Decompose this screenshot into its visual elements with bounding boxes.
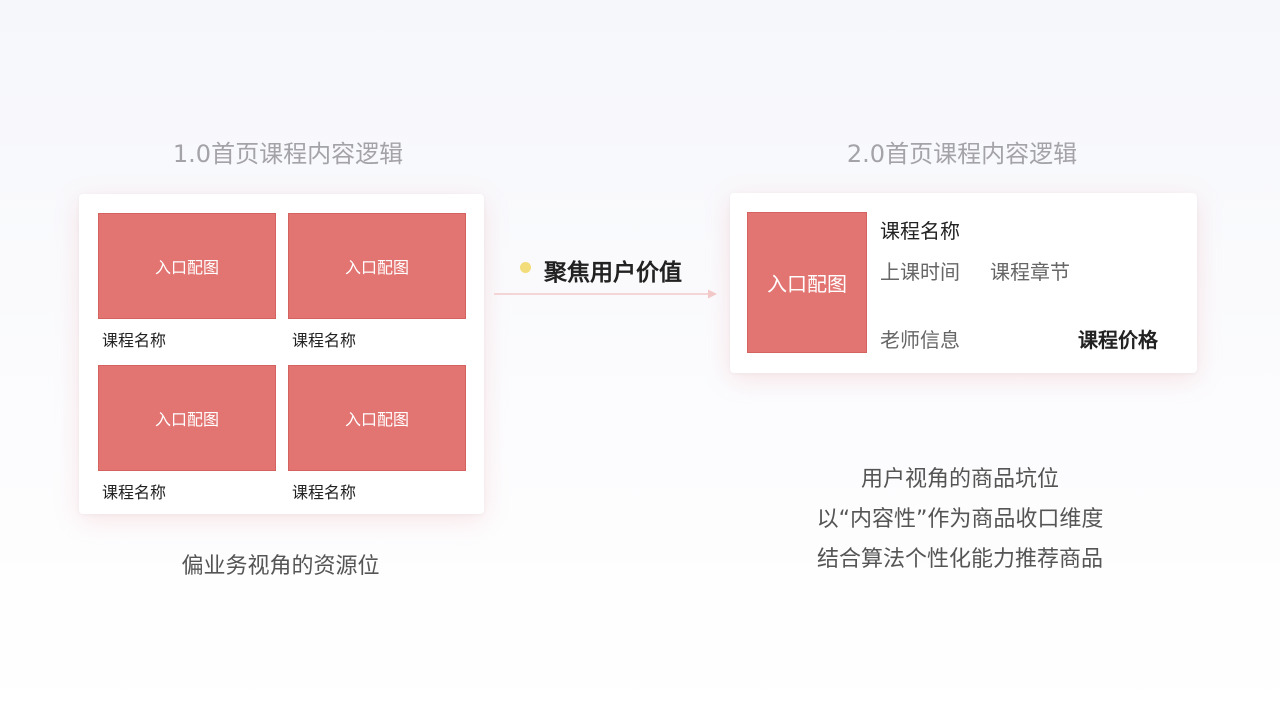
course-name-label: 课程名称 (880, 219, 960, 243)
arrow-right-icon (494, 289, 717, 299)
course-chapter-label: 课程章节 (990, 260, 1070, 284)
right-description: 用户视角的商品坑位 以“内容性”作为商品收口维度 结合算法个性化能力推荐商品 (740, 460, 1180, 580)
focus-label: 聚焦用户价值 (544, 260, 682, 286)
description-line: 结合算法个性化能力推荐商品 (816, 547, 1103, 572)
course-name-label: 课程名称 (292, 483, 357, 502)
entry-image-placeholder: 入口配图 (98, 365, 276, 471)
entry-image-placeholder: 入口配图 (747, 212, 867, 353)
course-tile: 入口配图 课程名称 (98, 365, 276, 503)
v1-course-grid-card: 入口配图 课程名称 入口配图 课程名称 入口配图 课程名称 入口配图 课程名称 (79, 194, 484, 514)
course-price-label: 课程价格 (1078, 328, 1158, 352)
course-tile: 入口配图 课程名称 (288, 213, 466, 351)
entry-image-placeholder: 入口配图 (288, 213, 466, 319)
description-line: 以“内容性”作为商品收口维度 (816, 507, 1104, 532)
course-tile: 入口配图 课程名称 (98, 213, 276, 351)
course-name-label: 课程名称 (102, 331, 167, 350)
right-title: 2.0首页课程内容逻辑 (846, 140, 1078, 168)
teacher-info-label: 老师信息 (880, 328, 960, 352)
focus-dot (520, 262, 531, 273)
class-time-label: 上课时间 (880, 260, 960, 284)
entry-image-placeholder: 入口配图 (288, 365, 466, 471)
course-name-label: 课程名称 (292, 331, 357, 350)
v2-course-detail-card: 入口配图 课程名称 上课时间 课程章节 老师信息 课程价格 (730, 193, 1197, 373)
left-title: 1.0首页课程内容逻辑 (172, 140, 404, 168)
entry-image-placeholder: 入口配图 (98, 213, 276, 319)
description-line: 用户视角的商品坑位 (860, 467, 1059, 492)
left-description: 偏业务视角的资源位 (181, 554, 380, 579)
course-name-label: 课程名称 (102, 483, 167, 502)
course-tile: 入口配图 课程名称 (288, 365, 466, 503)
